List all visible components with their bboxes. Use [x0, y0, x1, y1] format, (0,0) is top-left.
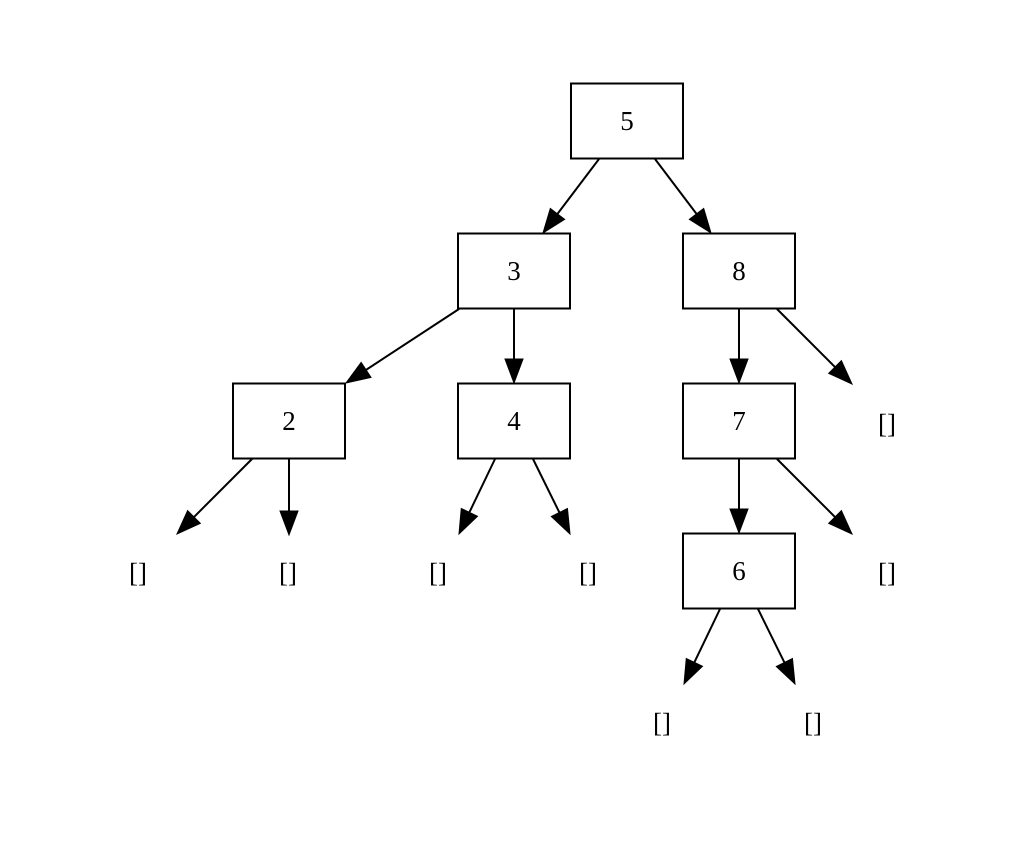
edge-n7-n6: [729, 459, 749, 535]
empty-leaf-e7r: []: [878, 558, 896, 588]
edge-line: [532, 458, 561, 513]
node-box: [457, 382, 571, 460]
node-label: 2: [282, 406, 296, 436]
empty-leaf-label: []: [429, 558, 447, 588]
edge-line: [776, 308, 836, 368]
edge-n3-n2: [344, 308, 460, 384]
empty-leaf-e6r: []: [804, 708, 822, 738]
node-label: 5: [620, 106, 634, 136]
edges-layer: [175, 158, 854, 686]
node-label: 3: [507, 256, 521, 286]
node-label: 6: [732, 556, 746, 586]
empty-leaf-label: []: [129, 558, 147, 588]
empty-leaf-e4r: []: [579, 558, 597, 588]
edge-line: [468, 458, 496, 513]
arrowhead-icon: [550, 507, 571, 536]
node-box: [457, 232, 571, 310]
edge-line: [776, 458, 836, 518]
arrowhead-icon: [827, 509, 854, 536]
arrowhead-icon: [775, 657, 796, 686]
arrowhead-icon: [344, 361, 372, 384]
node-box: [682, 232, 796, 310]
empty-leaf-label: []: [804, 708, 822, 738]
empty-leaf-e8r: []: [878, 409, 896, 439]
empty-leaf-label: []: [653, 708, 671, 738]
empty-leaf-e2r: []: [279, 558, 297, 588]
edge-n6-e6r: [757, 608, 796, 686]
arrowhead-icon: [683, 657, 704, 686]
edge-n8-e8r: [776, 308, 854, 386]
tree-node-n4: 4: [457, 382, 571, 460]
edge-n6-e6l: [683, 608, 721, 686]
edge-n5-n8: [654, 158, 712, 235]
edge-line: [693, 608, 721, 663]
edge-n4-e4l: [458, 458, 496, 536]
arrowhead-icon: [688, 207, 712, 235]
tree-node-n2: 2: [232, 382, 346, 460]
edge-line: [654, 158, 698, 215]
empty-leaf-label: []: [878, 558, 896, 588]
node-label: 8: [732, 256, 746, 286]
arrowhead-icon: [827, 359, 854, 386]
empty-leaf-e2l: []: [129, 558, 147, 588]
edge-n3-n4: [504, 309, 524, 385]
edge-n4-e4r: [532, 458, 571, 536]
empty-leaf-label: []: [579, 558, 597, 588]
edge-line: [365, 308, 460, 371]
tree-node-n8: 8: [682, 232, 796, 310]
node-box: [232, 382, 346, 460]
tree-node-n6: 6: [682, 532, 796, 610]
arrowhead-icon: [458, 507, 479, 536]
arrowhead-icon: [175, 509, 202, 536]
tree-node-n3: 3: [457, 232, 571, 310]
arrowhead-icon: [504, 358, 524, 385]
nodes-layer: 5 3 8 2 4 7 [] [] [] [] [] 6 [] [] []: [129, 82, 896, 738]
node-label: 7: [732, 406, 746, 436]
arrowhead-icon: [729, 358, 749, 385]
node-box: [682, 382, 796, 460]
arrowhead-icon: [542, 207, 566, 235]
empty-leaf-e6l: []: [653, 708, 671, 738]
arrowhead-icon: [279, 510, 299, 537]
edge-line: [556, 158, 600, 215]
edge-n5-n3: [542, 158, 600, 235]
edge-line: [193, 458, 253, 518]
edge-line: [757, 608, 786, 663]
empty-leaf-e4l: []: [429, 558, 447, 588]
edge-n2-e2l: [175, 458, 253, 536]
node-box: [570, 82, 684, 160]
edge-n2-e2r: [279, 459, 299, 537]
node-label: 4: [507, 406, 521, 436]
empty-leaf-label: []: [878, 409, 896, 439]
tree-node-n5: 5: [570, 82, 684, 160]
node-box: [682, 532, 796, 610]
edge-n7-e7r: [776, 458, 854, 536]
edge-n8-n7: [729, 309, 749, 385]
tree-node-n7: 7: [682, 382, 796, 460]
arrowhead-icon: [729, 508, 749, 535]
empty-leaf-label: []: [279, 558, 297, 588]
